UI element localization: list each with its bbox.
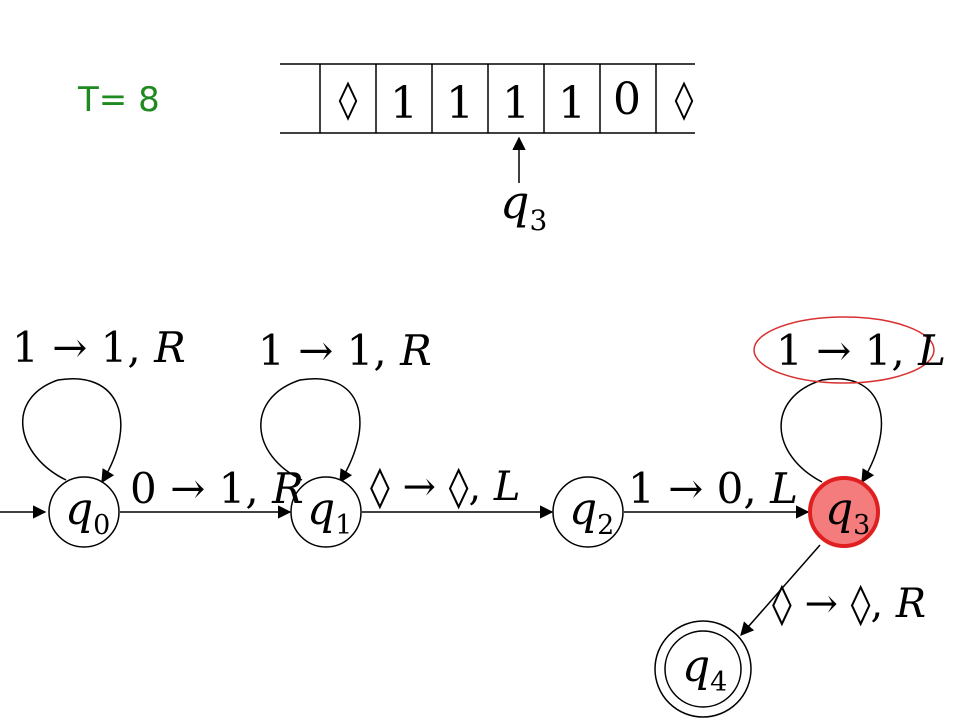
self-loop-q1 bbox=[260, 378, 361, 484]
state-q0: q0 bbox=[48, 476, 120, 548]
head-state-label: q3 bbox=[500, 175, 547, 237]
state-q2: q2 bbox=[552, 476, 624, 548]
state-label: q3 bbox=[825, 484, 870, 541]
tape-cell: 1 bbox=[502, 78, 530, 129]
tape-cell: 1 bbox=[390, 78, 418, 129]
state-label: q4 bbox=[682, 641, 727, 698]
transition-label-q3-q4: ◊ → ◊, R bbox=[772, 581, 926, 627]
transition-label-q1-loop: 1 → 1, R bbox=[258, 326, 432, 375]
state-circle bbox=[48, 476, 120, 548]
tape-head: q3 bbox=[500, 136, 547, 237]
state-circle bbox=[290, 476, 362, 548]
transition-label-q1-q2: ◊ → ◊, L bbox=[370, 464, 520, 510]
state-inner-circle bbox=[664, 630, 742, 708]
transition-label-q0-loop: 1 → 1, R bbox=[12, 323, 186, 372]
tape-cell: 1 bbox=[446, 78, 474, 129]
state-q3-current: q3 bbox=[808, 476, 880, 548]
transition-label-q2-q3: 1 → 0, L bbox=[628, 464, 798, 513]
transition-label-q0-q1: 0 → 1, R bbox=[130, 464, 304, 513]
state-circle-highlighted bbox=[808, 476, 880, 548]
self-loop-q3 bbox=[780, 378, 883, 484]
transition-label-q3-loop: 1 → 1, L bbox=[776, 326, 946, 375]
tape-cell: ◊ bbox=[675, 77, 694, 121]
state-q4-accepting: q4 bbox=[654, 620, 752, 718]
step-counter: T= 8 bbox=[78, 80, 160, 120]
state-label: q2 bbox=[569, 484, 614, 541]
tape-cell: 1 bbox=[558, 78, 586, 129]
state-q1: q1 bbox=[290, 476, 362, 548]
state-label: q1 bbox=[307, 484, 352, 541]
tape: ◊ 1 1 1 1 0 ◊ bbox=[280, 63, 695, 134]
self-loop-q0 bbox=[22, 378, 122, 484]
state-circle bbox=[552, 476, 624, 548]
active-transition-highlight bbox=[753, 316, 935, 384]
tape-cell: ◊ bbox=[339, 77, 358, 121]
tape-cell: 0 bbox=[613, 74, 641, 125]
edge-q3-q4 bbox=[740, 544, 821, 637]
state-label: q0 bbox=[65, 484, 110, 541]
